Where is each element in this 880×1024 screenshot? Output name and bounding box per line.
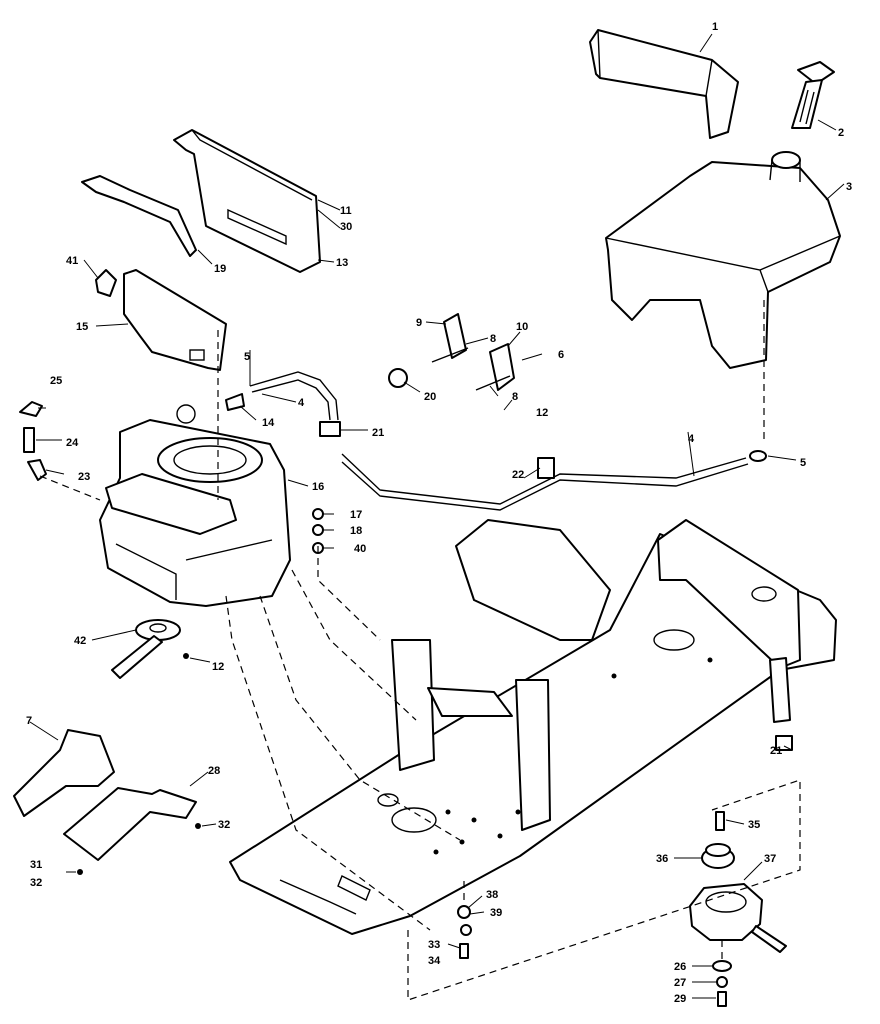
callout-23: 23 <box>78 471 90 483</box>
callout-32a: 32 <box>218 819 230 831</box>
part-35-36-37-clutch <box>689 811 787 953</box>
callout-12a: 12 <box>536 407 548 419</box>
callout-39: 39 <box>490 907 502 919</box>
callout-20: 20 <box>424 391 436 403</box>
part-21-clip <box>775 735 793 751</box>
callout-36: 36 <box>656 853 668 865</box>
callout-31: 31 <box>30 859 42 871</box>
callout-17: 17 <box>350 509 362 521</box>
callout-9: 9 <box>416 317 422 329</box>
callout-24: 24 <box>66 437 79 449</box>
callout-14: 14 <box>262 417 275 429</box>
part-19-bracket <box>81 175 197 257</box>
callout-21b: 21 <box>770 745 782 757</box>
callout-13: 13 <box>336 257 348 269</box>
callout-11: 11 <box>340 205 352 217</box>
callout-5b: 5 <box>800 457 806 469</box>
part-1-tank-strap <box>589 29 739 139</box>
hardware-31-32 <box>77 823 201 875</box>
callout-16: 16 <box>312 481 324 493</box>
lower-fuel-line <box>341 450 767 511</box>
callout-8b: 8 <box>512 391 518 403</box>
callout-19: 19 <box>214 263 226 275</box>
callout-3: 3 <box>846 181 852 193</box>
callout-40: 40 <box>354 543 366 555</box>
callout-15: 15 <box>76 321 88 333</box>
part-7-28-shields <box>13 729 197 861</box>
callout-35: 35 <box>748 819 760 831</box>
callout-5a: 5 <box>244 351 250 363</box>
callout-42: 42 <box>74 635 86 647</box>
callout-37: 37 <box>764 853 776 865</box>
callout-7: 7 <box>26 715 32 727</box>
fittings-left <box>19 401 47 481</box>
hardware-33-39 <box>457 905 472 959</box>
part-41-clip <box>95 269 117 297</box>
callout-4a: 4 <box>298 397 305 409</box>
washers-17-18-40 <box>312 508 324 554</box>
alignment-lines <box>39 300 801 1001</box>
callout-21a: 21 <box>372 427 384 439</box>
callout-30: 30 <box>340 221 352 233</box>
callout-2: 2 <box>838 127 844 139</box>
callout-41: 41 <box>66 255 78 267</box>
callout-labels: 1 2 3 11 30 13 19 41 15 9 8 10 6 5 4 20 … <box>26 21 852 1005</box>
hardware-26-29 <box>712 960 732 1007</box>
callout-28: 28 <box>208 765 220 777</box>
callout-12b: 12 <box>212 661 224 673</box>
callout-4b: 4 <box>688 433 695 445</box>
part-12-bolt <box>183 653 189 659</box>
tractor-frame <box>229 519 837 935</box>
leader-lines <box>29 33 845 999</box>
part-15-plate <box>123 269 227 371</box>
callout-27: 27 <box>674 977 686 989</box>
callout-22: 22 <box>512 469 524 481</box>
callout-33: 33 <box>428 939 440 951</box>
callout-18: 18 <box>350 525 362 537</box>
part-3-fuel-tank <box>605 151 841 369</box>
callout-25: 25 <box>50 375 62 387</box>
part-42-pulley <box>111 619 181 679</box>
callout-32b: 32 <box>30 877 42 889</box>
callout-38: 38 <box>486 889 498 901</box>
part-2-fuel-cap <box>791 61 835 129</box>
callout-1: 1 <box>712 21 718 33</box>
part-11-shield <box>173 129 321 273</box>
part-16-engine <box>99 404 291 607</box>
callout-10: 10 <box>516 321 528 333</box>
callout-6: 6 <box>558 349 564 361</box>
part-20-clamp <box>388 368 408 388</box>
part-9-8-10-levers <box>431 313 515 391</box>
callout-8a: 8 <box>490 333 496 345</box>
callout-29: 29 <box>674 993 686 1005</box>
callout-26: 26 <box>674 961 686 973</box>
upper-fuel-line <box>225 371 341 437</box>
callout-34: 34 <box>428 955 441 967</box>
